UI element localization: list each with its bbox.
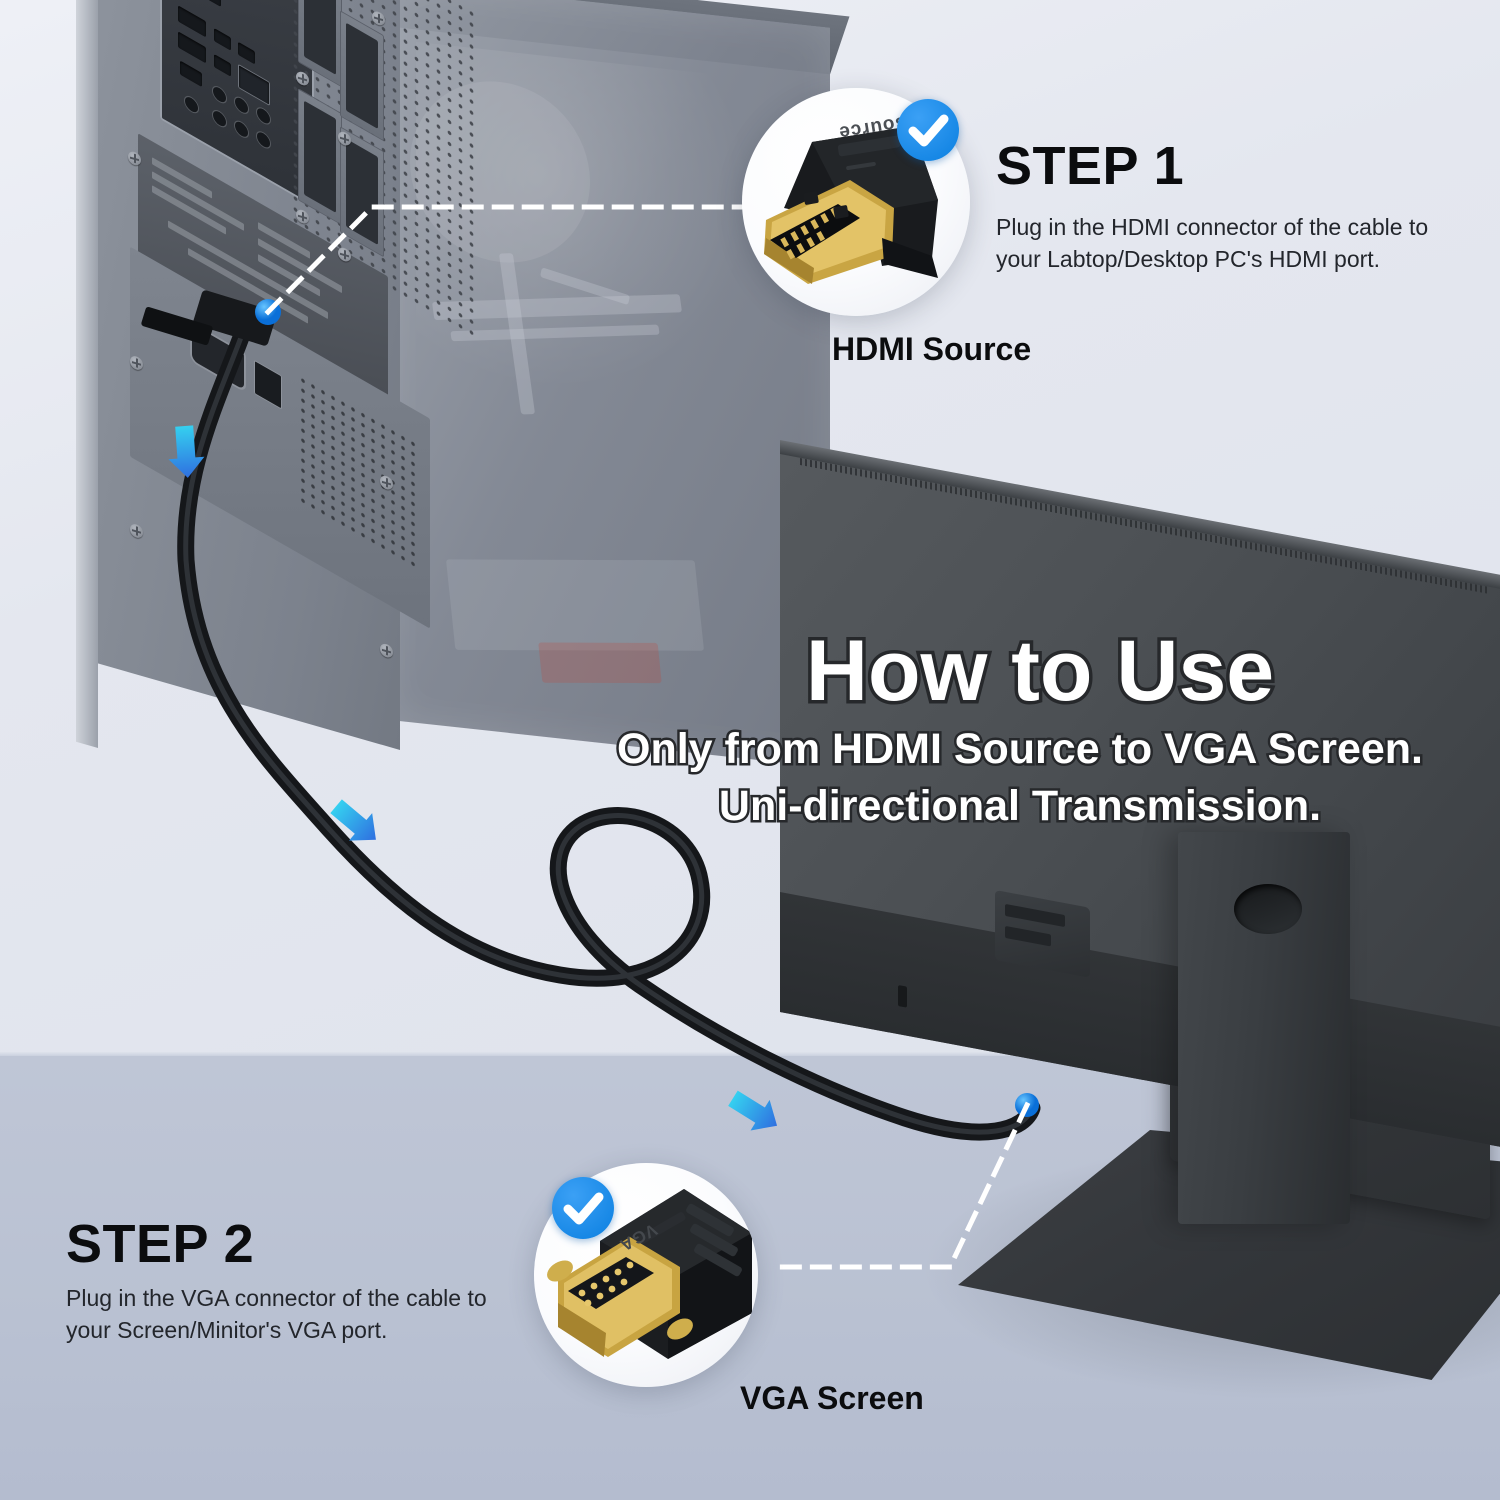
hdmi-check-badge (897, 99, 959, 161)
vga-screen-caption: VGA Screen (740, 1380, 924, 1416)
monitor-power-led (898, 985, 907, 1008)
hero-subtitle-line1: Only from HDMI Source to VGA Screen. (615, 723, 1426, 776)
step2-body: Plug in the VGA connector of the cable t… (66, 1283, 487, 1346)
tower-rear-panel (90, 0, 480, 750)
monitor-stand-neck (1178, 832, 1350, 1224)
hdmi-source-caption: HDMI Source (832, 331, 1032, 367)
power-socket (190, 320, 246, 394)
hero-title: How to Use (802, 620, 1277, 723)
step1-body-line2: your Labtop/Desktop PC's HDMI port. (996, 245, 1381, 272)
power-switch[interactable] (254, 359, 282, 410)
step1-title: STEP 1 (996, 136, 1185, 196)
step1-body: Plug in the HDMI connector of the cable … (996, 212, 1428, 275)
step1-body-line1: Plug in the HDMI connector of the cable … (996, 214, 1429, 240)
vga-connector-callout: VGA (534, 1163, 758, 1387)
hero-subtitle-line2: Uni-directional Transmission. (716, 780, 1323, 833)
check-icon (563, 1192, 604, 1225)
step2-title: STEP 2 (66, 1214, 255, 1274)
tower-left-edge (76, 0, 98, 749)
psu-ventilation-mesh (298, 372, 416, 571)
vga-check-badge (552, 1177, 614, 1239)
vga-monitor (770, 440, 1500, 1400)
hdmi-connector-illustration (764, 126, 938, 284)
cable-management-hole (1234, 884, 1302, 934)
check-icon (908, 114, 949, 147)
step2-body-line1: Plug in the VGA connector of the cable t… (66, 1285, 487, 1311)
step2-body-line2: your Screen/Minitor's VGA port. (66, 1316, 388, 1343)
vga-connector-illustration (547, 1189, 752, 1359)
